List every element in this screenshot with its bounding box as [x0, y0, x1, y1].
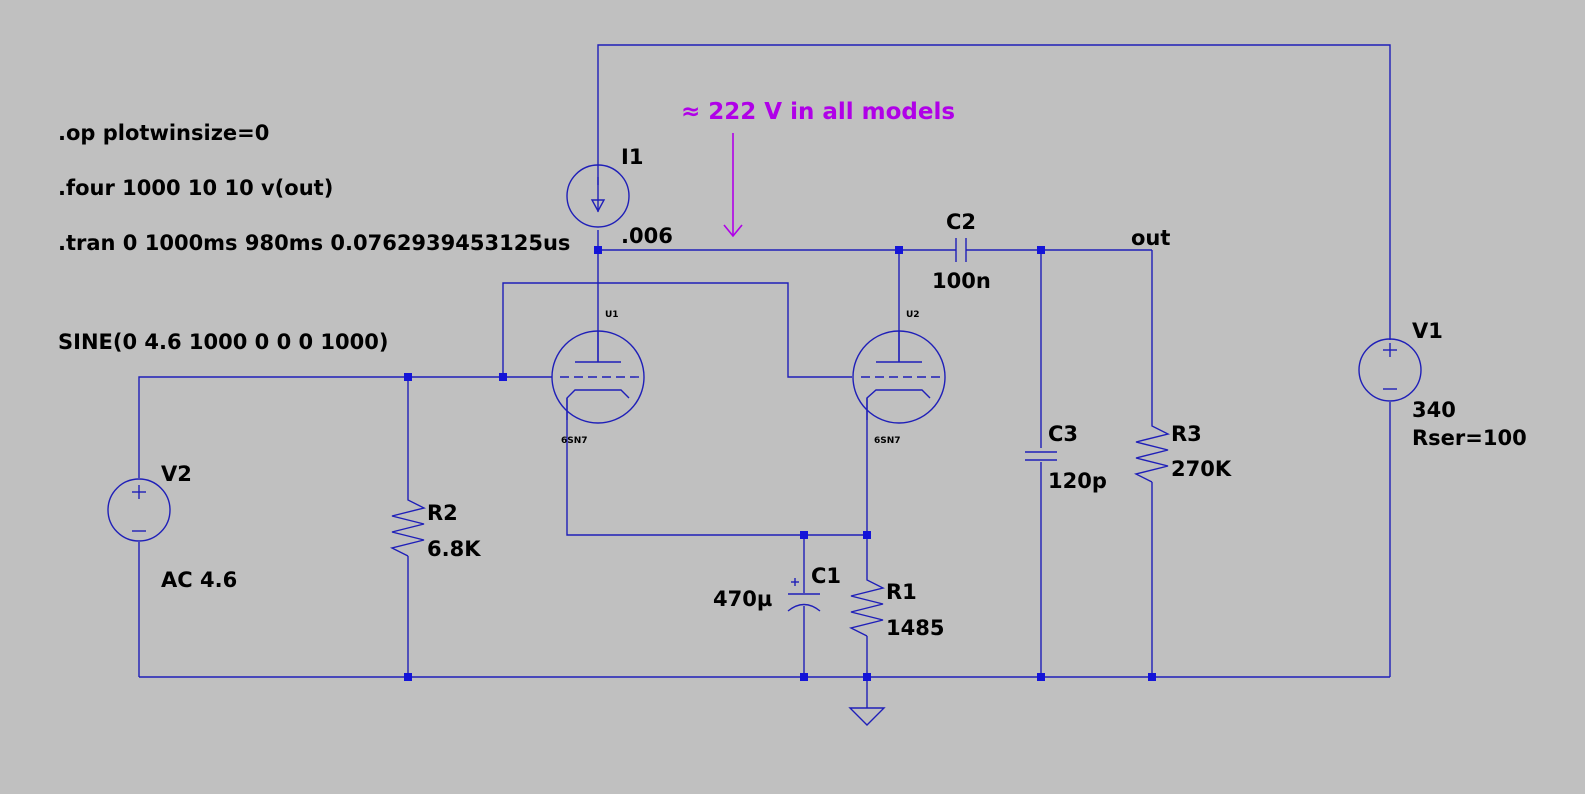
- annotation-arrow: [723, 133, 743, 238]
- R2-value: 6.8K: [427, 537, 481, 561]
- directive-four: .four 1000 10 10 v(out): [58, 176, 333, 200]
- V1-rser: Rser=100: [1412, 426, 1527, 450]
- C2-value: 100n: [932, 269, 991, 293]
- resistor-R1[interactable]: [848, 572, 886, 637]
- I1-name: I1: [621, 145, 643, 169]
- V2-value: AC 4.6: [161, 568, 237, 592]
- R3-name: R3: [1171, 422, 1202, 446]
- ground-symbol: [848, 707, 886, 726]
- C1-name: C1: [811, 564, 841, 588]
- R1-value: 1485: [886, 616, 944, 640]
- V2-name: V2: [161, 462, 192, 486]
- annotation-text: ≈ 222 V in all models: [681, 99, 955, 125]
- capacitor-C1[interactable]: [787, 578, 821, 612]
- triode-U2[interactable]: [852, 330, 946, 424]
- C1-value: 470µ: [713, 587, 772, 611]
- R3-value: 270K: [1171, 457, 1232, 481]
- V1-name: V1: [1412, 319, 1443, 343]
- U1-model: 6SN7: [561, 436, 588, 446]
- R1-name: R1: [886, 580, 917, 604]
- directive-tran: .tran 0 1000ms 980ms 0.0762939453125us: [58, 231, 570, 255]
- resistor-R2[interactable]: [389, 492, 427, 557]
- current-source-I1[interactable]: [566, 164, 630, 228]
- wires: [138, 44, 1391, 708]
- net-label-out: out: [1131, 226, 1170, 250]
- resistor-R3[interactable]: [1133, 418, 1171, 483]
- capacitor-C3[interactable]: [1025, 451, 1057, 461]
- C3-value: 120p: [1048, 469, 1107, 493]
- U2-name: U2: [906, 310, 920, 320]
- junction-dots: [404, 246, 1156, 681]
- voltage-source-V1[interactable]: [1358, 338, 1422, 402]
- V1-value: 340: [1412, 398, 1456, 422]
- directive-op: .op plotwinsize=0: [58, 121, 269, 145]
- v2-source-spec: SINE(0 4.6 1000 0 0 0 1000): [58, 330, 388, 354]
- capacitor-C2[interactable]: [955, 238, 967, 262]
- voltage-source-V2[interactable]: [107, 478, 171, 542]
- C2-name: C2: [946, 210, 976, 234]
- R2-name: R2: [427, 501, 458, 525]
- C3-name: C3: [1048, 422, 1078, 446]
- U2-model: 6SN7: [874, 436, 901, 446]
- U1-name: U1: [605, 310, 619, 320]
- I1-value: .006: [621, 224, 673, 248]
- triode-U1[interactable]: [551, 330, 645, 424]
